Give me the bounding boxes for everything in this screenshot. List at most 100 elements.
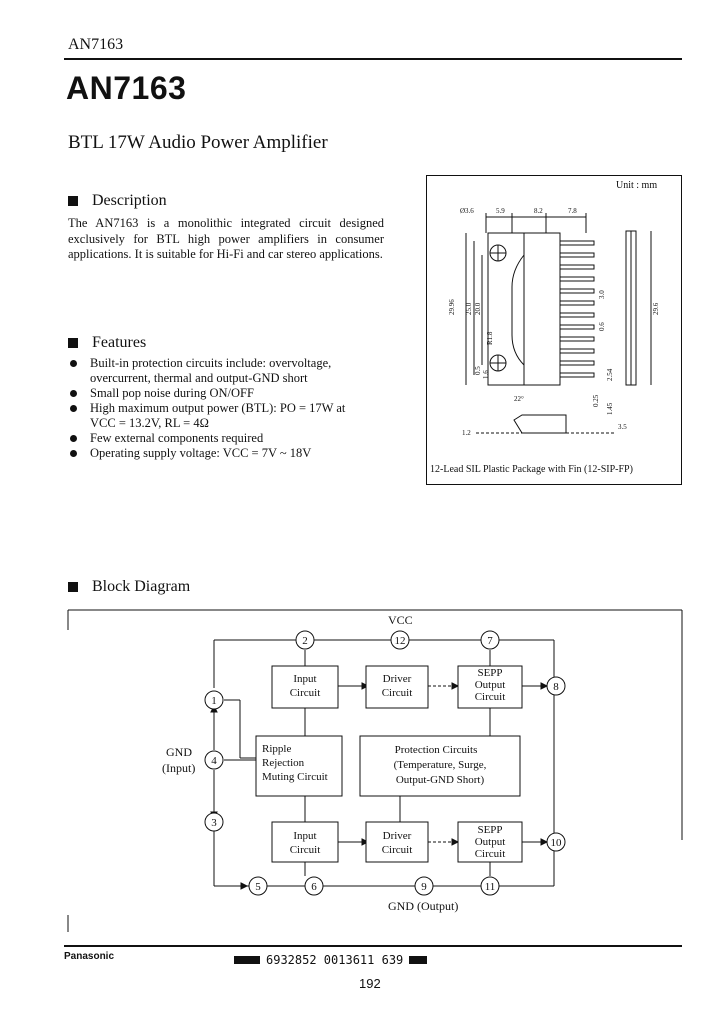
dim-label: 1.45 (606, 402, 614, 415)
pin-2-label: 2 (302, 635, 308, 647)
barcode-bar-icon (234, 956, 260, 964)
page-number: 192 (359, 976, 381, 991)
svg-text:Output: Output (475, 836, 506, 848)
sepp-output-bottom-block (457, 821, 523, 863)
pin-2-circle (295, 630, 315, 650)
gnd-output-label: GND (Output) (388, 899, 458, 913)
pin-7-label: 7 (487, 635, 493, 647)
svg-text:Protection Circuits: Protection Circuits (395, 744, 478, 756)
sepp-output-top-block (457, 665, 523, 709)
pin-9-label: 9 (421, 881, 427, 893)
pin-4-circle (204, 750, 224, 770)
input-circuit-top-block (271, 665, 339, 709)
features-heading-label: Features (92, 334, 147, 351)
dim-label: 1.6 (482, 370, 490, 379)
package-lead (559, 240, 595, 246)
package-lead (559, 288, 595, 294)
package-lead (559, 348, 595, 354)
feature-item: High maximum output power (BTL): PO = 17… (68, 401, 398, 416)
package-lead (559, 324, 595, 330)
pin-9-circle (414, 876, 434, 896)
svg-text:Driver: Driver (383, 673, 412, 685)
barcode-line: 6932852 0013611 639 (234, 953, 428, 967)
svg-text:Muting Circuit: Muting Circuit (262, 771, 328, 783)
dim-label: 5.9 (496, 207, 505, 215)
ripple-rejection-block (255, 735, 343, 797)
feature-item-continued: overcurrent, thermal and output-GND shor… (90, 371, 308, 385)
dim-label: 2.54 (606, 368, 614, 381)
package-lead (559, 336, 595, 342)
driver-circuit-bottom-block (365, 821, 429, 863)
pin-5-circle (248, 876, 268, 896)
pin-11-label: 11 (485, 881, 496, 893)
protection-circuits-block (359, 735, 521, 797)
dim-label: 0.25 (592, 394, 600, 407)
dim-label: Ø3.6 (460, 207, 474, 215)
svg-text:Input: Input (293, 830, 316, 842)
svg-text:Rejection: Rejection (262, 757, 305, 769)
bullet-dot-icon (70, 390, 77, 397)
description-text: The AN7163 is a monolithic integrated ci… (68, 216, 384, 262)
feature-item: Operating supply voltage: VCC = 7V ~ 18V (68, 446, 398, 461)
pin-10-label: 10 (551, 837, 563, 849)
description-heading-label: Description (92, 192, 167, 209)
bullet-dot-icon (70, 405, 77, 412)
gnd-input-sublabel: (Input) (162, 761, 195, 775)
bullet-dot-icon (70, 450, 77, 457)
package-lead (559, 252, 595, 258)
pin-8-circle (546, 676, 566, 696)
dim-label: 3.0 (598, 290, 606, 299)
pin-10-circle (546, 832, 566, 852)
header-part-number: AN7163 (68, 36, 124, 53)
package-lead (559, 276, 595, 282)
package-drawing: Ø3.6 5.9 8.2 7.8 29.96 25.0 20.0 3.0 0.6… (448, 207, 660, 437)
pin-7-circle (480, 630, 500, 650)
input-circuit-bottom-block (271, 821, 339, 863)
svg-text:Circuit: Circuit (382, 844, 413, 856)
bullet-dot-icon (70, 435, 77, 442)
package-caption: 12-Lead SIL Plastic Package with Fin (12… (430, 464, 633, 475)
dim-label: 0.6 (598, 322, 606, 331)
feature-item: Built-in protection circuits include: ov… (68, 356, 398, 371)
svg-text:Driver: Driver (383, 830, 412, 842)
svg-text:Circuit: Circuit (290, 844, 321, 856)
brand-logo: Panasonic (64, 951, 115, 962)
dim-label: 7.8 (568, 207, 577, 215)
dim-label: 0.5 (474, 366, 482, 375)
features-heading: Features (68, 334, 146, 352)
package-outline-box (426, 175, 682, 485)
gnd-input-label: GND (166, 745, 192, 759)
svg-text:Input: Input (293, 673, 316, 685)
description-heading: Description (68, 192, 167, 210)
pin-1-label: 1 (211, 695, 217, 707)
svg-text:Circuit: Circuit (290, 687, 321, 699)
package-lead (559, 264, 595, 270)
pin-8-label: 8 (553, 681, 559, 693)
svg-text:Ripple: Ripple (262, 743, 291, 755)
barcode-bar-icon (409, 956, 428, 964)
feature-item-continued: VCC = 13.2V, RL = 4Ω (90, 416, 209, 430)
dim-label: 8.2 (534, 207, 543, 215)
block-diagram-heading: Block Diagram (68, 578, 190, 596)
pin-12-circle (390, 630, 410, 650)
pin-3-label: 3 (211, 817, 217, 829)
bullet-square-icon (68, 196, 78, 206)
dim-label: 29.6 (652, 302, 660, 315)
package-unit-label: Unit : mm (616, 180, 658, 191)
page-title: AN7163 (66, 70, 187, 106)
vcc-label: VCC (388, 613, 413, 627)
dim-label: R1.8 (486, 331, 494, 345)
driver-circuit-top-block (365, 665, 429, 709)
dim-label: 29.96 (448, 299, 456, 315)
pin-6-label: 6 (311, 881, 317, 893)
page-subtitle: BTL 17W Audio Power Amplifier (68, 132, 328, 153)
block-diagram-heading-label: Block Diagram (92, 578, 191, 595)
svg-text:Output-GND Short): Output-GND Short) (396, 774, 485, 786)
pin-4-label: 4 (211, 755, 217, 767)
svg-text:(Temperature, Surge,: (Temperature, Surge, (394, 759, 487, 771)
package-lead (559, 312, 595, 318)
header-rule (64, 58, 682, 60)
svg-text:SEPP: SEPP (477, 667, 502, 679)
package-lead (559, 300, 595, 306)
package-lead (559, 372, 595, 378)
